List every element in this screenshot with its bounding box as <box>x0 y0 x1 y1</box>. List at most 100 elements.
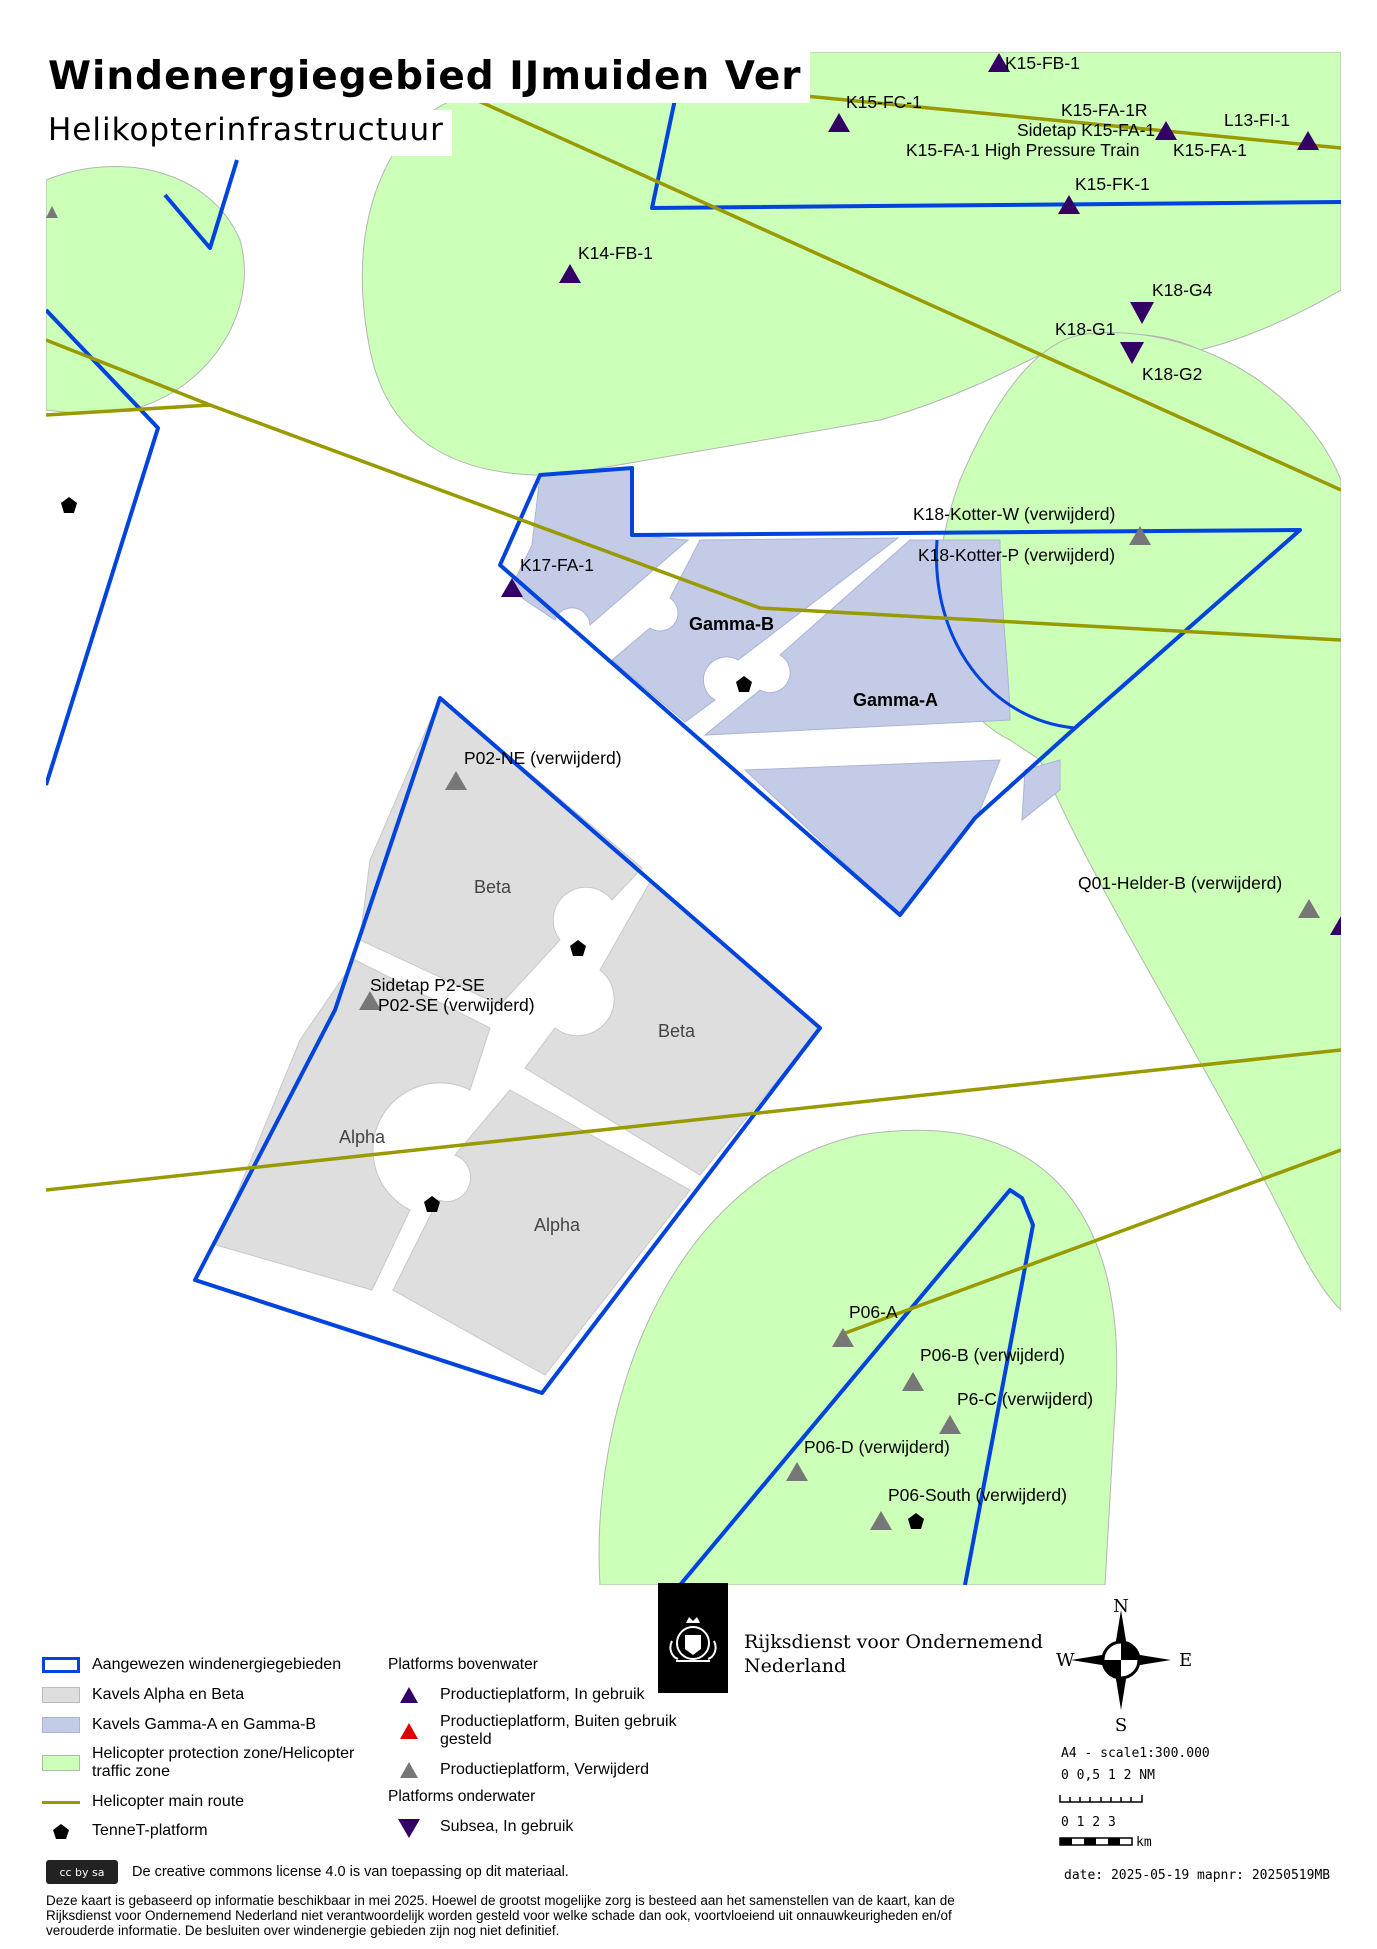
platforms-in-use <box>501 53 1341 935</box>
label-l13-fi-1: L13-FI-1 <box>1224 110 1290 130</box>
disclaimer: Deze kaart is gebaseerd op informatie be… <box>46 1893 955 1938</box>
tennet-gamma <box>736 676 752 692</box>
cc-by-sa-icon: cc by sa <box>46 1860 118 1884</box>
compass-rose-icon <box>1071 1610 1171 1710</box>
date-mapnr: date: 2025-05-19 mapnr: 20250519MB <box>1064 1868 1331 1883</box>
helicopter-zones <box>46 52 1341 1585</box>
scale-km-ticks: 0 1 2 3 <box>1061 1815 1116 1830</box>
kavels-gamma <box>509 467 1061 916</box>
tennet-west <box>61 497 77 513</box>
platform-q01-edge <box>1330 916 1341 935</box>
platform-p06-a <box>832 1328 854 1347</box>
legend-heading-under: Platforms onderwater <box>388 1788 536 1805</box>
legend-item-out-of-use: Productieplatform, Buiten gebruik gestel… <box>388 1713 700 1749</box>
platform-p02-se <box>359 991 381 1010</box>
platform-west-edge <box>46 206 58 218</box>
scale-bar-nm <box>1059 1795 1143 1803</box>
label-k14-fb-1: K14-FB-1 <box>578 243 653 263</box>
subsea-k18-g1 <box>1120 342 1144 364</box>
title-box: Windenergiegebied IJmuiden Ver <box>40 50 810 103</box>
kavel-gamma-a <box>703 539 1011 736</box>
label-p06-b: P06-B (verwijderd) <box>920 1345 1065 1365</box>
route-5 <box>46 1048 1341 1192</box>
blue-outline-rect-icon <box>42 1657 80 1673</box>
label-p06-south: P06-South (verwijderd) <box>888 1485 1067 1505</box>
kavel-gamma-sliver <box>1021 759 1061 822</box>
lavender-rect-icon <box>42 1717 80 1733</box>
purple-triangle-icon <box>400 1687 418 1703</box>
legend-item-tennet: TenneT-platform <box>40 1821 208 1841</box>
wind-energy-areas <box>46 52 1341 1585</box>
rijksoverheid-logo <box>658 1583 728 1693</box>
scale-label: A4 - scale1:300.000 <box>1061 1746 1210 1761</box>
route-3 <box>369 52 1341 492</box>
helicopter-zone-west <box>46 166 245 414</box>
route-1 <box>46 338 1341 642</box>
legend-item-main-route: Helicopter main route <box>40 1792 244 1812</box>
green-rect-icon <box>42 1755 80 1771</box>
legend-item-subsea: Subsea, In gebruik <box>388 1817 573 1838</box>
wind-area-northwest <box>163 159 239 250</box>
kavel-beta-north <box>359 697 643 1006</box>
page-title: Windenergiegebied IJmuiden Ver <box>48 54 802 99</box>
area-label-alpha-1: Alpha <box>339 1127 386 1147</box>
kavel-alpha-west <box>215 959 491 1291</box>
area-label-beta-2: Beta <box>658 1021 696 1041</box>
platform-l13-fi-1 <box>1297 131 1319 150</box>
route-4 <box>794 93 1341 150</box>
legend-item-wind-areas: Aangewezen windenergiegebieden <box>40 1655 341 1675</box>
label-sidetap-k15-fa-1: Sidetap K15-FA-1 <box>1017 120 1155 140</box>
area-label-alpha-2: Alpha <box>534 1215 581 1235</box>
label-k15-fa-1r: K15-FA-1R <box>1061 100 1148 120</box>
platforms-removed <box>46 206 1320 1530</box>
label-sidetap-p2-se: Sidetap P2-SE <box>370 975 485 995</box>
label-p06-a: P06-A <box>849 1302 898 1322</box>
label-p02-ne: P02-NE (verwijderd) <box>464 748 622 768</box>
helicopter-main-routes <box>46 52 1341 1337</box>
tennet-platforms <box>61 497 924 1529</box>
scale-km-unit: km <box>1136 1835 1152 1850</box>
platform-k15-fc-1 <box>828 113 850 132</box>
label-k15-fa-1: K15-FA-1 <box>1173 140 1247 160</box>
coat-of-arms-icon <box>669 1617 717 1662</box>
platform-p06-d <box>786 1462 808 1481</box>
label-k18-kotter-p: K18-Kotter-P (verwijderd) <box>918 545 1115 565</box>
platform-p6-c <box>939 1415 961 1434</box>
area-label-gamma-b: Gamma-B <box>689 614 774 634</box>
label-p6-c: P6-C (verwijderd) <box>957 1389 1093 1409</box>
grey-triangle-icon <box>400 1762 418 1778</box>
page-subtitle: Helikopterinfrastructuur <box>48 112 444 148</box>
kavel-alpha-east <box>392 1089 691 1376</box>
platform-k17-fa-1 <box>501 578 523 597</box>
label-k18-kotter-w: K18-Kotter-W (verwijderd) <box>913 504 1115 524</box>
kavel-beta-south <box>524 881 821 1176</box>
subtitle-box: Helikopterinfrastructuur <box>40 110 452 156</box>
legend-heading-above: Platforms bovenwater <box>388 1656 538 1673</box>
platform-q01-helder-b <box>1298 899 1320 918</box>
organization-name: Rijksdienst voor Ondernemend Nederland <box>744 1631 1043 1677</box>
compass-s: S <box>1115 1715 1127 1736</box>
platform-p02-ne <box>445 771 467 790</box>
label-p02-se: P02-SE (verwijderd) <box>378 995 535 1015</box>
platform-k14-fb-1 <box>559 264 581 283</box>
kavels-alpha-beta <box>215 697 821 1376</box>
label-k15-fa-1-hpt: K15-FA-1 High Pressure Train <box>906 140 1139 160</box>
label-k18-g4: K18-G4 <box>1152 280 1213 300</box>
label-k15-fk-1: K15-FK-1 <box>1075 174 1150 194</box>
compass-n: N <box>1113 1596 1129 1617</box>
route-2 <box>46 403 211 417</box>
compass-w: W <box>1056 1650 1075 1671</box>
legend-item-helicopter-zone: Helicopter protection zone/Helicopter tr… <box>40 1745 382 1781</box>
legend-item-in-use: Productieplatform, In gebruik <box>388 1685 645 1705</box>
olive-line-icon <box>42 1801 80 1804</box>
license-text: De creative commons license 4.0 is van t… <box>132 1864 569 1880</box>
tennet-beta <box>570 940 586 956</box>
tennet-alpha <box>424 1196 440 1212</box>
wind-area-p06 <box>678 1188 1035 1585</box>
label-q01-helder-b: Q01-Helder-B (verwijderd) <box>1078 873 1282 893</box>
license-row: cc by sa De creative commons license 4.0… <box>46 1860 569 1884</box>
kavel-gamma-b <box>611 537 900 723</box>
wind-area-west <box>46 308 160 786</box>
purple-down-triangle-icon <box>398 1819 420 1838</box>
